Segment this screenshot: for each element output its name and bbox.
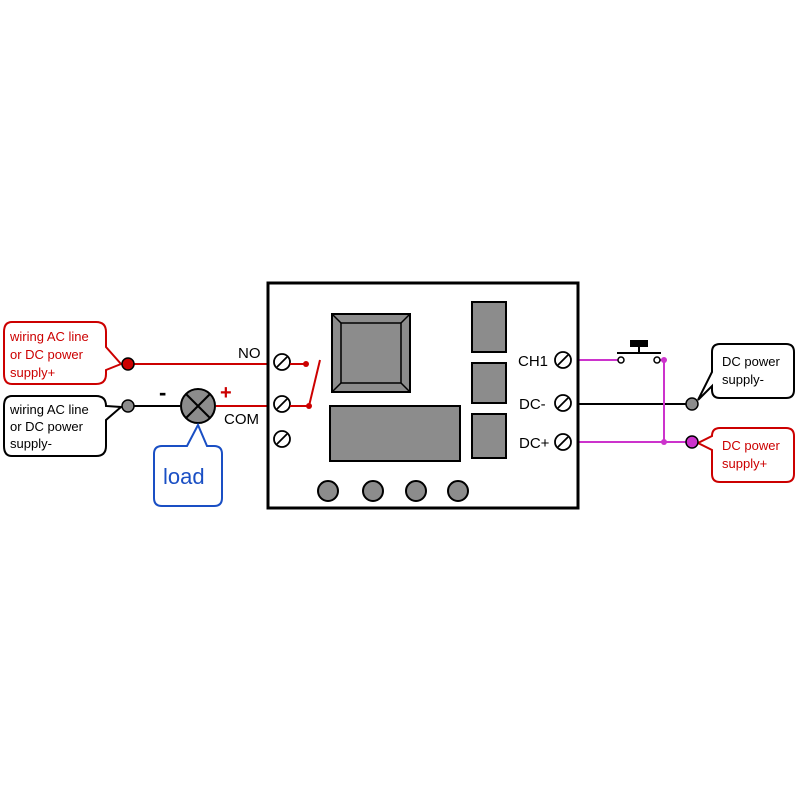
terminal-dc-plus — [554, 433, 572, 451]
push-button-switch-icon — [617, 340, 661, 364]
callout-dc-minus-line2: supply- — [722, 372, 764, 387]
module-button-4 — [447, 480, 469, 502]
callout-ac-minus-line3: supply- — [10, 436, 52, 451]
label-com: COM — [224, 411, 259, 428]
callout-ac-plus-line2: or DC power — [10, 347, 84, 362]
terminal-no — [273, 353, 291, 371]
label-ch1: CH1 — [518, 353, 548, 370]
callout-ac-line-minus — [3, 395, 124, 457]
module-component-3 — [471, 413, 507, 459]
terminal-dot-dc-minus — [685, 397, 699, 411]
magenta-wire-switch-to-dcplus — [660, 359, 665, 442]
callout-ac-plus-line1: wiring AC line — [9, 329, 89, 344]
module-ic-block — [329, 405, 461, 462]
terminal-dc-minus — [554, 394, 572, 412]
callout-ac-minus-line1: wiring AC line — [9, 402, 89, 417]
load-plus-sign: + — [220, 382, 232, 404]
module-component-2 — [471, 362, 507, 404]
label-no: NO — [238, 345, 261, 362]
label-dc-plus: DC+ — [519, 435, 550, 452]
module-button-1 — [317, 480, 339, 502]
module-button-2 — [362, 480, 384, 502]
svg-text:wiring AC line or DC power: wiring AC line or DC power supply+ — [9, 329, 92, 380]
callout-ac-minus-line2: or DC power — [10, 419, 84, 434]
relay-module-board — [266, 281, 580, 510]
callout-dc-minus-line1: DC power — [722, 354, 780, 369]
callout-dc-plus — [695, 427, 795, 483]
module-button-3 — [405, 480, 427, 502]
callout-dc-plus-line2: supply+ — [722, 456, 767, 471]
terminal-dot-dc-plus — [685, 435, 699, 449]
callout-dc-plus-line1: DC power — [722, 438, 780, 453]
relay-component-inner — [340, 322, 402, 384]
magenta-junction-bottom — [661, 439, 667, 445]
terminal-ch1 — [554, 351, 572, 369]
callout-load — [153, 422, 223, 507]
relay-switch-icon — [290, 359, 321, 409]
terminal-nc — [273, 430, 291, 448]
terminal-dot-ac-minus — [121, 399, 135, 413]
label-dc-minus: DC- — [519, 396, 546, 413]
callout-ac-plus-line3: supply+ — [10, 365, 55, 380]
terminal-com — [273, 395, 291, 413]
magenta-junction-top — [661, 357, 667, 363]
callout-ac-line-plus — [3, 321, 123, 385]
svg-text:DC power supply-: DC power supply- — [722, 354, 783, 387]
load-minus-sign: - — [159, 380, 166, 405]
callout-load-label: load — [163, 464, 205, 489]
load-lamp-icon — [180, 388, 216, 424]
svg-text:DC power supply+: DC power supply+ — [722, 438, 783, 471]
callout-dc-minus — [697, 343, 795, 401]
module-component-1 — [471, 301, 507, 353]
svg-text:wiring AC line or DC power: wiring AC line or DC power supply- — [9, 402, 92, 451]
terminal-dot-ac-plus — [121, 357, 135, 371]
